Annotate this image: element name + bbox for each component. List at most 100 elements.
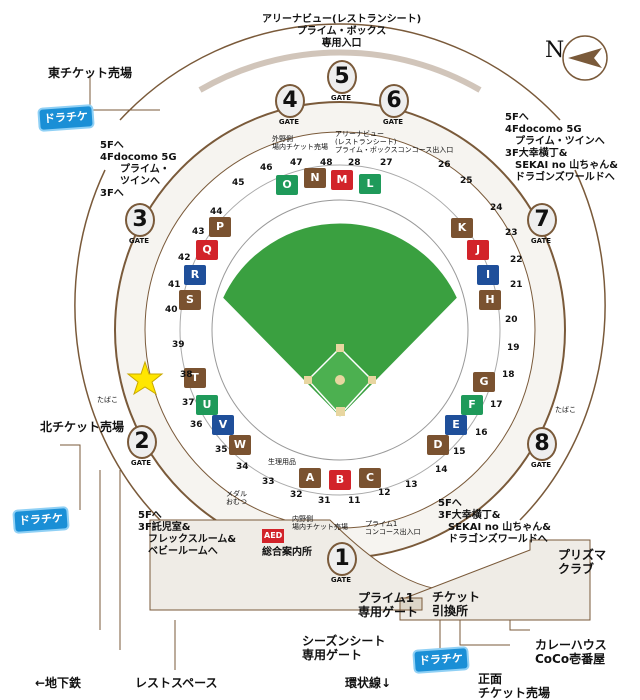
section-number: 34	[236, 462, 249, 472]
section-number: 33	[262, 477, 275, 487]
dorachike-logo-east: ドラチケ	[39, 106, 93, 130]
infield-ticket-office-label: 内野側 場内チケット売場	[292, 515, 348, 531]
third-base	[304, 376, 312, 384]
section-block-w[interactable]: W	[229, 435, 251, 455]
section-block-f[interactable]: F	[461, 395, 483, 415]
section-block-v[interactable]: V	[212, 415, 234, 435]
section-block-u[interactable]: U	[196, 395, 218, 415]
section-number: 37	[182, 398, 195, 408]
section-block-d[interactable]: D	[427, 435, 449, 455]
section-number: 19	[507, 343, 520, 353]
section-number: 20	[505, 315, 518, 325]
left-lower-stairs-label: 5Fへ 3F託児室& フレックスルーム& ベビールームへ	[138, 510, 237, 557]
aed-icon: AED	[262, 529, 285, 543]
outfield-ticket-office-label: 外野側 場内チケット売場	[272, 135, 328, 151]
section-number: 23	[505, 228, 518, 238]
gate-1: 1	[327, 542, 357, 576]
section-block-o[interactable]: O	[276, 175, 298, 195]
section-block-p[interactable]: P	[209, 217, 231, 237]
section-number: 21	[510, 280, 523, 290]
right-lower-stairs-label: 5Fへ 3F大幸横丁& SEKAI no 山ちゃん& ドラゴンズワールドへ	[438, 498, 551, 545]
section-number: 16	[475, 428, 488, 438]
section-block-q[interactable]: Q	[196, 240, 218, 260]
gate-4: 4	[275, 84, 305, 118]
section-number: 26	[438, 160, 451, 170]
sanitary-label: 生理用品	[268, 458, 296, 466]
section-block-r[interactable]: R	[184, 265, 206, 285]
compass-letter: N	[545, 38, 565, 63]
smoking-area-right: たばこ	[555, 406, 576, 414]
outer-ring	[119, 23, 561, 121]
front-ticket-office-label: 正面 チケット売場	[478, 672, 551, 700]
gate-5: 5	[327, 60, 357, 94]
ticket-exchange-booth	[399, 597, 423, 611]
arena-view-concourse-label: アリーナビュー (レストランシート) プライム・ボックスコンコース出入口	[335, 130, 454, 154]
gate-7: 7	[527, 203, 557, 237]
section-block-h[interactable]: H	[479, 290, 501, 310]
gate-8: 8	[527, 427, 557, 461]
section-number: 43	[192, 227, 205, 237]
prime1-concourse-label: プライム1 コンコース出入口	[365, 520, 421, 536]
gate-3: 3	[125, 203, 155, 237]
arena-view-entrance-label: アリーナビュー(レストランシート) プライム・ボックス 専用入口	[262, 14, 422, 49]
section-block-l[interactable]: L	[359, 174, 381, 194]
section-block-n[interactable]: N	[304, 168, 326, 188]
section-number: 47	[290, 158, 303, 168]
section-number: 24	[490, 203, 503, 213]
section-number: 36	[190, 420, 203, 430]
medal-diaper-label: メダル おむつ	[226, 490, 247, 506]
section-block-s[interactable]: S	[179, 290, 201, 310]
current-location-star-icon	[126, 360, 164, 396]
left-upper-stairs-label: 5Fへ 4Fdocomo 5G プライム・ ツインへ 3Fへ	[100, 140, 177, 199]
right-upper-stairs-label: 5Fへ 4Fdocomo 5G プライム・ツインへ 3F大幸横丁& SEKAI …	[505, 112, 618, 183]
rest-space-label: レストスペース	[135, 676, 218, 690]
prism-club-label: プリズマ クラブ	[558, 548, 607, 576]
east-ticket-office-label: 東チケット売場	[48, 66, 133, 80]
outer-ring-left	[74, 169, 161, 521]
section-number: 35	[215, 445, 228, 455]
section-block-c[interactable]: C	[359, 468, 381, 488]
section-number: 46	[260, 163, 273, 173]
section-number: 38	[180, 370, 193, 380]
outer-walkway	[198, 49, 482, 93]
ticket-exchange-label: チケット 引換所	[432, 590, 481, 618]
prime1-gate-label: プライム1 専用ゲート	[358, 591, 419, 619]
gate-label: GATE	[382, 118, 404, 126]
section-number: 11	[348, 496, 361, 506]
section-block-m[interactable]: M	[331, 170, 353, 190]
loop-line-label: 環状線↓	[345, 676, 392, 690]
gate-2: 2	[127, 425, 157, 459]
leader-lines	[60, 75, 530, 670]
section-block-j[interactable]: J	[467, 240, 489, 260]
section-block-g[interactable]: G	[473, 372, 495, 392]
second-base	[336, 344, 344, 352]
gate-label: GATE	[128, 237, 150, 245]
compass-arrow-icon	[568, 48, 602, 68]
section-block-k[interactable]: K	[451, 218, 473, 238]
section-number: 41	[168, 280, 181, 290]
section-number: 48	[320, 158, 333, 168]
section-number: 45	[232, 178, 245, 188]
dorachike-logo-north: ドラチケ	[14, 508, 68, 532]
dorachike-logo-front: ドラチケ	[414, 648, 468, 672]
section-block-a[interactable]: A	[299, 468, 321, 488]
section-block-i[interactable]: I	[477, 265, 499, 285]
section-number: 32	[290, 490, 303, 500]
gate-label: GATE	[530, 237, 552, 245]
section-number: 14	[435, 465, 448, 475]
gate-label: GATE	[330, 576, 352, 584]
north-ticket-office-label: 北チケット売場	[40, 420, 125, 434]
gate-6: 6	[379, 84, 409, 118]
section-block-t[interactable]: T	[184, 368, 206, 388]
first-base	[368, 376, 376, 384]
section-block-e[interactable]: E	[445, 415, 467, 435]
section-block-b[interactable]: B	[329, 470, 351, 490]
section-number: 42	[178, 253, 191, 263]
info-center-label: 総合案内所	[262, 547, 312, 558]
section-number: 31	[318, 496, 331, 506]
pitchers-mound	[335, 375, 345, 385]
section-number: 39	[172, 340, 185, 350]
section-number: 44	[210, 207, 223, 217]
